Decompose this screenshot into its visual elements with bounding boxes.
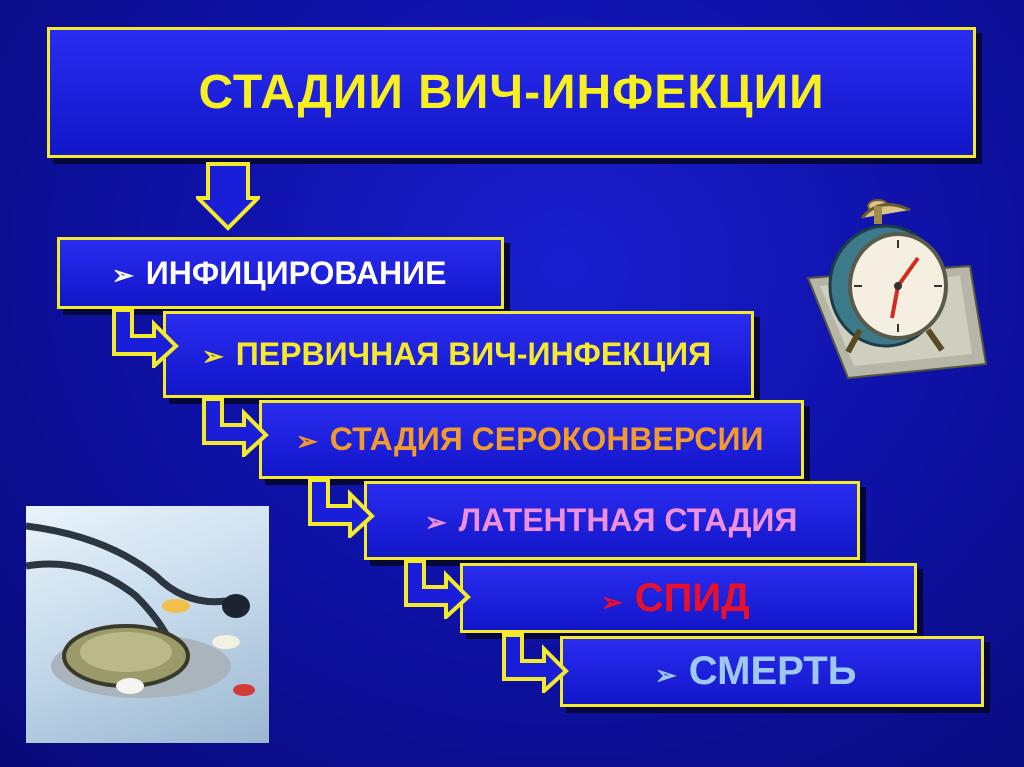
title-box: СТАДИИ ВИЧ-ИНФЕКЦИИ xyxy=(47,27,976,158)
connector-arrow-icon xyxy=(202,397,269,457)
stage-label-4: ➢ЛАТЕНТНАЯ СТАДИЯ xyxy=(425,502,798,538)
page-title: СТАДИИ ВИЧ-ИНФЕКЦИИ xyxy=(198,66,825,119)
stage-box-6: ➢СМЕРТЬ xyxy=(560,636,984,707)
bullet-arrow-icon: ➢ xyxy=(296,426,318,456)
stage-label-3: ➢СТАДИЯ СЕРОКОНВЕРСИИ xyxy=(296,421,764,457)
bullet-arrow-icon: ➢ xyxy=(202,341,224,371)
stethoscope-photo xyxy=(26,506,269,743)
bullet-arrow-icon: ➢ xyxy=(112,259,134,290)
stage-label-2: ➢ПЕРВИЧНАЯ ВИЧ-ИНФЕКЦИЯ xyxy=(202,336,712,372)
connector-arrow-icon xyxy=(112,308,179,368)
stage-label-5: ➢СПИД xyxy=(601,575,750,620)
stage-box-5: ➢СПИД xyxy=(460,563,917,633)
stage-box-4: ➢ЛАТЕНТНАЯ СТАДИЯ xyxy=(364,481,860,560)
bullet-arrow-icon: ➢ xyxy=(425,507,447,537)
down-arrow-icon xyxy=(196,162,260,231)
alarm-clock-icon xyxy=(806,199,988,380)
stage-box-3: ➢СТАДИЯ СЕРОКОНВЕРСИИ xyxy=(259,400,804,479)
connector-arrow-icon xyxy=(308,478,375,538)
stage-label-1: ➢ИНФИЦИРОВАНИЕ xyxy=(112,254,447,291)
stage-box-1: ➢ИНФИЦИРОВАНИЕ xyxy=(57,237,504,309)
connector-arrow-icon xyxy=(404,559,471,619)
stage-label-6: ➢СМЕРТЬ xyxy=(655,649,857,693)
bullet-arrow-icon: ➢ xyxy=(655,660,677,690)
connector-arrow-icon xyxy=(502,633,569,693)
stage-box-2: ➢ПЕРВИЧНАЯ ВИЧ-ИНФЕКЦИЯ xyxy=(163,311,754,398)
bullet-arrow-icon: ➢ xyxy=(601,586,623,617)
